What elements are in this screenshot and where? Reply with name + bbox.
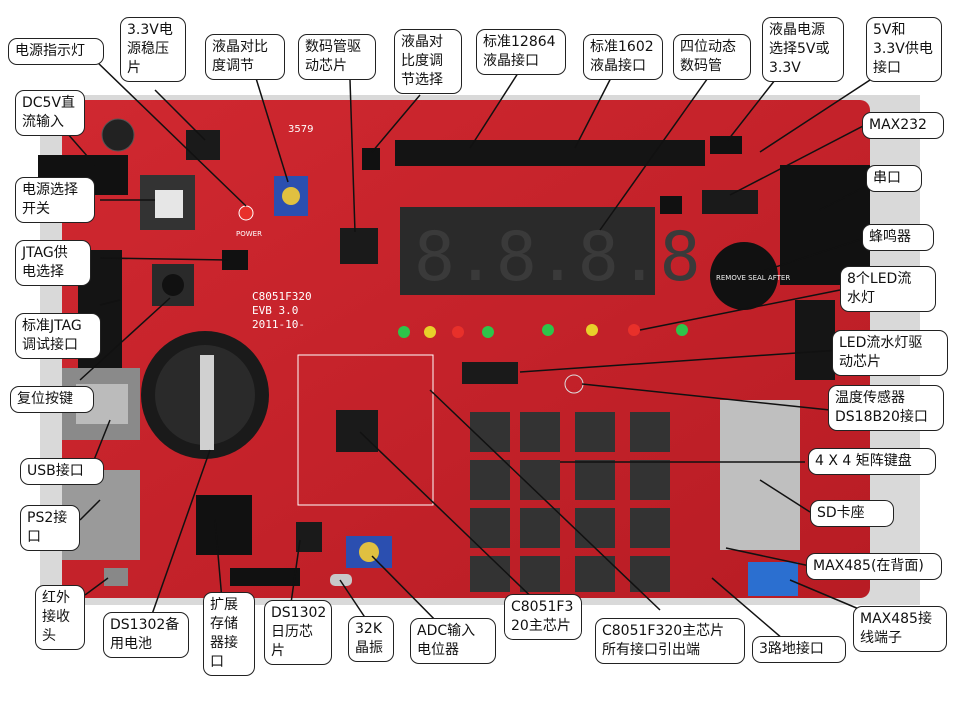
buzzer (710, 242, 778, 310)
board-version: EVB 3.0 (252, 304, 298, 317)
callout-power-led: 电源指示灯 (8, 38, 104, 65)
callout-ps2: PS2接 口 (20, 505, 80, 551)
board-date: 2011-10- (252, 318, 305, 331)
callout-max232: MAX232 (862, 112, 944, 139)
led (398, 326, 410, 338)
callout-jtag: 标准JTAG 调试接口 (15, 313, 101, 359)
callout-lcd-contrast-sel: 液晶对 比度调 节选择 (394, 29, 462, 94)
callout-max485: MAX485(在背面) (806, 553, 942, 580)
callout-lcd12864: 标准12864 液晶接口 (476, 29, 566, 75)
callout-ir: 红外 接收 头 (35, 585, 85, 650)
callout-ds1302-bat: DS1302备 用电池 (103, 612, 189, 658)
crystal (330, 574, 352, 586)
serial-port (780, 165, 870, 285)
bottom-header (230, 568, 300, 586)
callout-sd: SD卡座 (810, 500, 894, 527)
keypad-grid (470, 412, 670, 592)
mcu-chip (336, 410, 378, 452)
callout-adc-pot: ADC输入 电位器 (410, 618, 496, 664)
callout-gnd3: 3路地接口 (752, 636, 846, 663)
callout-mcu: C8051F3 20主芯片 (504, 594, 582, 640)
callout-jtag-power: JTAG供 电选择 (15, 240, 91, 286)
sd-slot (720, 400, 800, 550)
callout-power-switch: 电源选择 开关 (15, 177, 95, 223)
callout-lcd-power-sel: 液晶电源 选择5V或 3.3V (762, 17, 844, 82)
callout-lcd1602: 标准1602 液晶接口 (583, 34, 663, 80)
regulator-chip (186, 130, 220, 160)
callout-max485-term: MAX485接 线端子 (853, 606, 947, 652)
callout-power-5v-33v: 5V和 3.3V供电 接口 (866, 17, 942, 82)
callout-reg33: 3.3V电 源稳压 片 (120, 17, 186, 82)
contrast-jumper (362, 148, 380, 170)
led (542, 324, 554, 336)
board-model: C8051F320 (252, 290, 312, 303)
callout-serial: 串口 (866, 165, 922, 192)
max232-chip (702, 190, 758, 214)
mcu-breakout-outline (297, 354, 434, 506)
board-code: 3579 (288, 124, 313, 135)
callout-ds18b20: 温度传感器 DS18B20接口 (828, 385, 944, 431)
callout-mcu-pins: C8051F320主芯片 所有接口引出端 (595, 618, 745, 664)
reset-cap (162, 274, 184, 296)
callout-led-driver: LED流水灯驱 动芯片 (832, 330, 948, 376)
contrast-pot-knob (282, 187, 300, 205)
callout-ext-mem: 扩展 存储 器接 口 (203, 592, 255, 676)
callout-reset: 复位按键 (10, 386, 94, 413)
callout-seg4: 四位动态 数码管 (673, 34, 751, 80)
capacitor (101, 118, 135, 152)
callout-led8: 8个LED流 水灯 (840, 266, 936, 312)
callout-keypad: 4 X 4 矩阵键盘 (808, 448, 936, 475)
led-driver-chip (462, 362, 518, 384)
lcd-header (395, 140, 705, 166)
display-jumper (660, 196, 682, 214)
segment-driver-chip (340, 228, 378, 264)
seven-segment-digits: 8.8.8.8 (414, 218, 701, 297)
power-switch-knob (155, 190, 183, 218)
callout-lcd-contrast: 液晶对比 度调节 (205, 34, 285, 80)
battery-clip (200, 355, 214, 450)
callout-seg-driver: 数码管驱 动芯片 (298, 34, 376, 80)
right-header (795, 300, 835, 380)
callout-buzzer: 蜂鸣器 (862, 224, 934, 251)
callout-usb: USB接口 (20, 458, 104, 485)
led (586, 324, 598, 336)
led (676, 324, 688, 336)
seven-segment (400, 207, 655, 295)
callout-dc5v: DC5V直 流输入 (15, 90, 85, 136)
jtag-power-jumper (222, 250, 248, 270)
ir-receiver (104, 568, 128, 586)
ds1302-chip (296, 522, 322, 552)
callout-crystal: 32K 晶振 (348, 616, 394, 662)
led (482, 326, 494, 338)
led (424, 326, 436, 338)
max485-terminal (748, 562, 798, 596)
led (628, 324, 640, 336)
callout-ds1302: DS1302 日历芯 片 (264, 600, 332, 665)
lcd-power-jumper (710, 136, 742, 154)
buzzer-label: REMOVE SEAL AFTER (716, 274, 790, 282)
led (452, 326, 464, 338)
flash-socket (196, 495, 252, 555)
power-label: POWER (236, 230, 262, 238)
power-led (238, 205, 254, 221)
